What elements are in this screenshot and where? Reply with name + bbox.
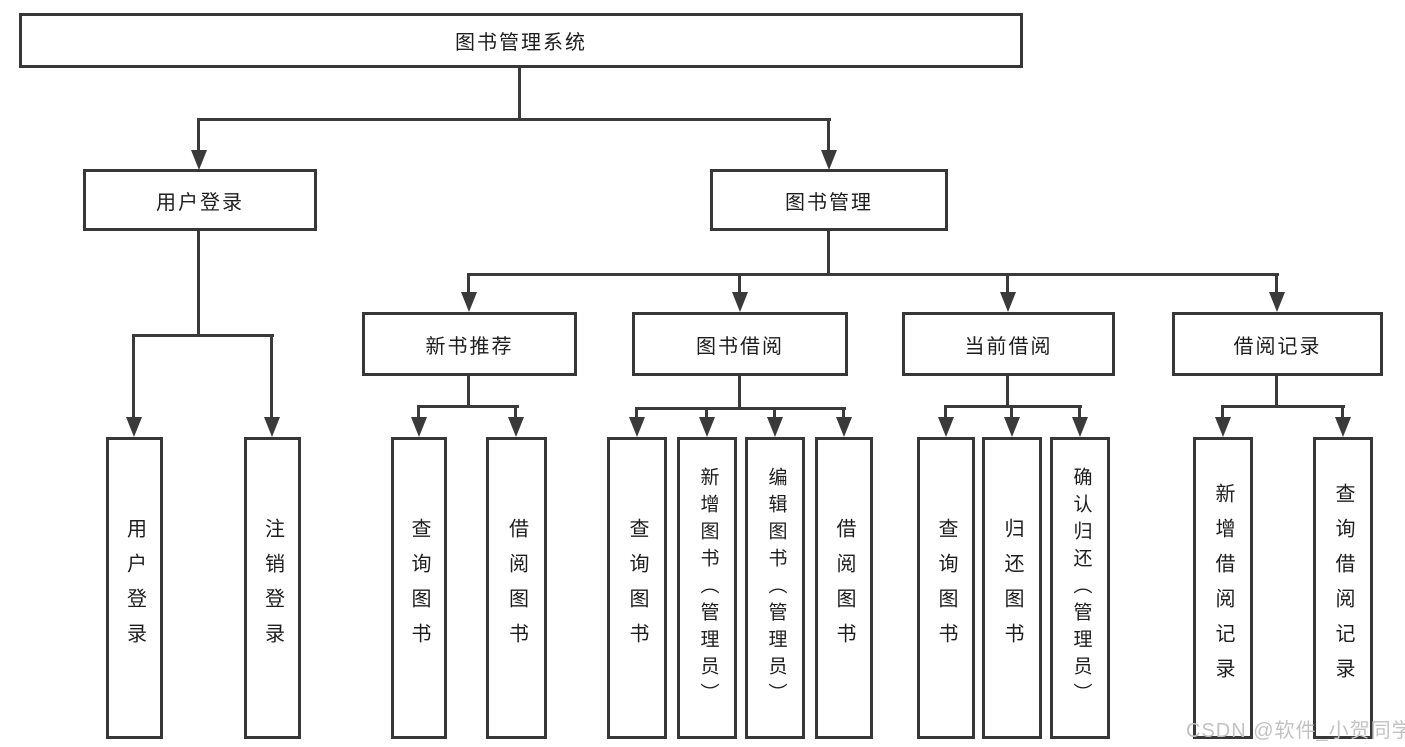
node-leaf-query-books-recommend: 查询图书 — [391, 437, 447, 739]
connector-line — [270, 334, 273, 420]
node-leaf-confirm-return-admin: 确认归还（管理员） — [1050, 437, 1110, 739]
arrowhead-down-icon — [1000, 292, 1016, 312]
node-leaf-query-books-current: 查询图书 — [917, 437, 975, 739]
connector-line — [132, 334, 274, 337]
connector-line — [842, 407, 845, 419]
connector-line — [514, 405, 517, 419]
connector-line — [773, 407, 776, 419]
arrowhead-down-icon — [1004, 417, 1020, 437]
connector-line — [417, 405, 420, 419]
arrowhead-down-icon — [821, 150, 837, 170]
arrowhead-down-icon — [126, 417, 142, 437]
connector-line — [1010, 405, 1013, 419]
node-leaf-user-login: 用户登录 — [106, 437, 163, 739]
arrowhead-down-icon — [938, 417, 954, 437]
connector-line — [197, 118, 831, 121]
connector-line — [1006, 273, 1009, 295]
connector-line — [1341, 405, 1344, 419]
node-book-borrow: 图书借阅 — [632, 312, 848, 376]
arrowhead-down-icon — [411, 417, 427, 437]
connector-line — [467, 273, 1279, 276]
connector-line — [467, 273, 470, 295]
arrowhead-down-icon — [629, 417, 645, 437]
node-leaf-logout: 注销登录 — [244, 437, 301, 739]
node-leaf-return-books: 归还图书 — [982, 437, 1042, 739]
connector-line — [827, 231, 830, 275]
connector-line — [518, 68, 521, 121]
connector-line — [1006, 376, 1009, 408]
connector-line — [827, 118, 830, 152]
csdn-watermark: CSDN @软件_小贺同学 — [1186, 720, 1405, 742]
arrowhead-down-icon — [836, 417, 852, 437]
arrowhead-down-icon — [732, 292, 748, 312]
connector-line — [1221, 405, 1224, 419]
node-user-login: 用户登录 — [83, 169, 317, 231]
connector-line — [944, 405, 1082, 408]
connector-line — [197, 118, 200, 152]
node-leaf-query-books-borrow: 查询图书 — [607, 437, 667, 739]
arrowhead-down-icon — [767, 417, 783, 437]
node-leaf-add-books-admin: 新增图书（管理员） — [677, 437, 737, 739]
arrowhead-down-icon — [1072, 417, 1088, 437]
arrowhead-down-icon — [1215, 417, 1231, 437]
connector-line — [1275, 376, 1278, 408]
node-book-management: 图书管理 — [710, 169, 948, 231]
arrowhead-down-icon — [699, 417, 715, 437]
connector-line — [635, 407, 846, 410]
node-new-book-recommend: 新书推荐 — [362, 312, 577, 376]
node-leaf-borrow-books-recommend: 借阅图书 — [486, 437, 547, 739]
connector-line — [417, 405, 519, 408]
connector-line — [132, 334, 135, 420]
arrowhead-down-icon — [191, 150, 207, 170]
connector-line — [635, 407, 638, 419]
arrowhead-down-icon — [264, 417, 280, 437]
connector-line — [738, 273, 741, 295]
node-leaf-borrow-books: 借阅图书 — [815, 437, 873, 739]
connector-line — [1221, 405, 1345, 408]
node-leaf-add-borrow-record: 新增借阅记录 — [1193, 437, 1253, 739]
node-current-borrow: 当前借阅 — [902, 312, 1115, 376]
node-borrow-records: 借阅记录 — [1172, 312, 1383, 376]
node-library-management-system: 图书管理系统 — [19, 13, 1023, 68]
connector-line — [738, 376, 741, 410]
arrowhead-down-icon — [1269, 292, 1285, 312]
arrowhead-down-icon — [508, 417, 524, 437]
node-leaf-edit-books-admin: 编辑图书（管理员） — [745, 437, 805, 739]
connector-line — [944, 405, 947, 419]
arrowhead-down-icon — [1335, 417, 1351, 437]
connector-line — [197, 231, 200, 337]
connector-line — [467, 376, 470, 408]
connector-line — [1078, 405, 1081, 419]
arrowhead-down-icon — [461, 292, 477, 312]
connector-line — [1275, 273, 1278, 295]
node-leaf-query-borrow-record: 查询借阅记录 — [1313, 437, 1373, 739]
connector-line — [705, 407, 708, 419]
